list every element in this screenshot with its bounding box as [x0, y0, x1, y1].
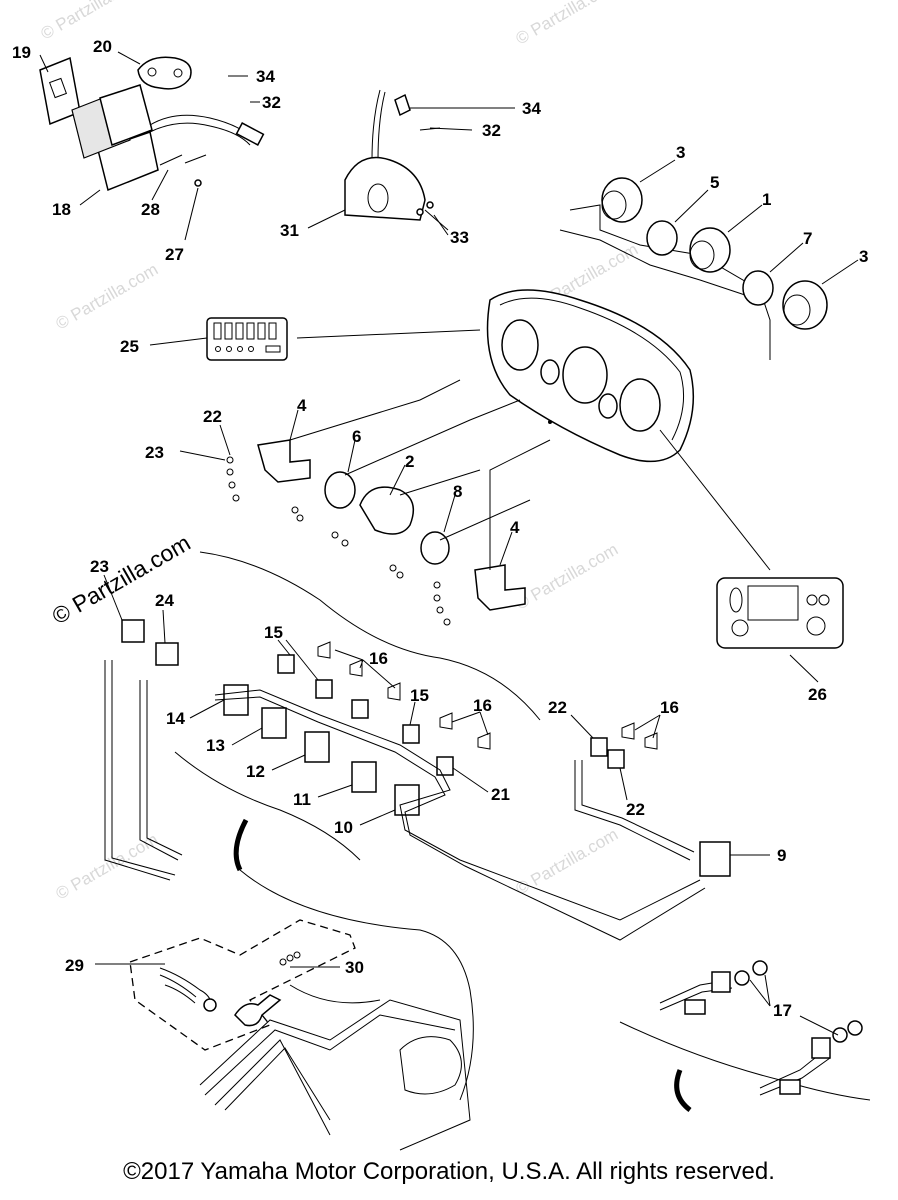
gauge-7 — [742, 270, 774, 306]
callout-13: 13 — [206, 736, 225, 755]
callout-34: 34 — [522, 99, 541, 118]
callout-23: 23 — [90, 557, 109, 576]
callout-32: 32 — [262, 93, 281, 112]
callout-22: 22 — [548, 698, 567, 717]
callout-5: 5 — [710, 173, 719, 192]
callout-15: 15 — [264, 623, 283, 642]
callout-10: 10 — [334, 818, 353, 837]
watermark: © Partzilla.com — [38, 0, 147, 43]
callout-28: 28 — [141, 200, 160, 219]
callout-18: 18 — [52, 200, 71, 219]
callout-16: 16 — [473, 696, 492, 715]
leader-lines — [289, 329, 771, 571]
harness-17-group — [659, 960, 863, 1096]
callout-1: 1 — [762, 190, 771, 209]
callout-2: 2 — [405, 452, 414, 471]
watermark: © Partzilla.com — [513, 0, 622, 48]
callout-4: 4 — [297, 396, 307, 415]
copyright-notice: ©2017 Yamaha Motor Corporation, U.S.A. A… — [123, 1158, 775, 1185]
hull-outline — [174, 551, 871, 1112]
callout-6: 6 — [352, 427, 361, 446]
callout-34: 34 — [256, 67, 275, 86]
callout-8: 8 — [453, 482, 462, 501]
callout-3: 3 — [859, 247, 868, 266]
watermark-large: © Partzilla.com — [48, 529, 195, 629]
watermark: © Partzilla.com — [513, 540, 622, 614]
callout-15: 15 — [410, 686, 429, 705]
callout-30: 30 — [345, 958, 364, 977]
callout-16: 16 — [660, 698, 679, 717]
callout-23: 23 — [145, 443, 164, 462]
switch-box-group — [39, 56, 265, 192]
display-26 — [716, 577, 844, 649]
callout-26: 26 — [808, 685, 827, 704]
callout-3: 3 — [676, 143, 685, 162]
callout-19: 19 — [12, 43, 31, 62]
callout-leaders — [39, 51, 859, 1036]
callout-22: 22 — [626, 800, 645, 819]
callout-17: 17 — [773, 1001, 792, 1020]
gauge-1 — [689, 227, 731, 273]
callout-31: 31 — [280, 221, 299, 240]
callout-labels: 19 20 34 32 34 32 18 28 27 31 33 3 5 1 7… — [12, 37, 868, 1020]
callout-11: 11 — [293, 790, 311, 809]
callout-16: 16 — [369, 649, 388, 668]
kit-29-group — [129, 919, 356, 1051]
switch-harness — [104, 619, 731, 941]
meter-25 — [206, 317, 288, 361]
gauge-5 — [646, 220, 678, 256]
watermark: © Partzilla.com — [513, 825, 622, 899]
callout-27: 27 — [165, 245, 184, 264]
callout-22: 22 — [203, 407, 222, 426]
bracket-20 — [137, 56, 192, 90]
callout-25: 25 — [120, 337, 139, 356]
brackets-group — [226, 439, 526, 626]
gauge-3a — [601, 177, 643, 223]
callout-32: 32 — [482, 121, 501, 140]
callout-21: 21 — [491, 785, 510, 804]
callout-29: 29 — [65, 956, 84, 975]
gauge-3b — [782, 280, 828, 330]
callout-20: 20 — [93, 37, 112, 56]
mount-31-group — [344, 89, 441, 221]
gauges-group — [559, 177, 828, 360]
callout-12: 12 — [246, 762, 265, 781]
callout-14: 14 — [166, 709, 185, 728]
console-sketch — [199, 984, 471, 1151]
callout-9: 9 — [777, 846, 786, 865]
callout-7: 7 — [803, 229, 812, 248]
watermark: © Partzilla.com — [53, 260, 162, 334]
callout-24: 24 — [155, 591, 174, 610]
instrument-panel — [486, 289, 695, 463]
callout-4: 4 — [510, 518, 520, 537]
callout-33: 33 — [450, 228, 469, 247]
